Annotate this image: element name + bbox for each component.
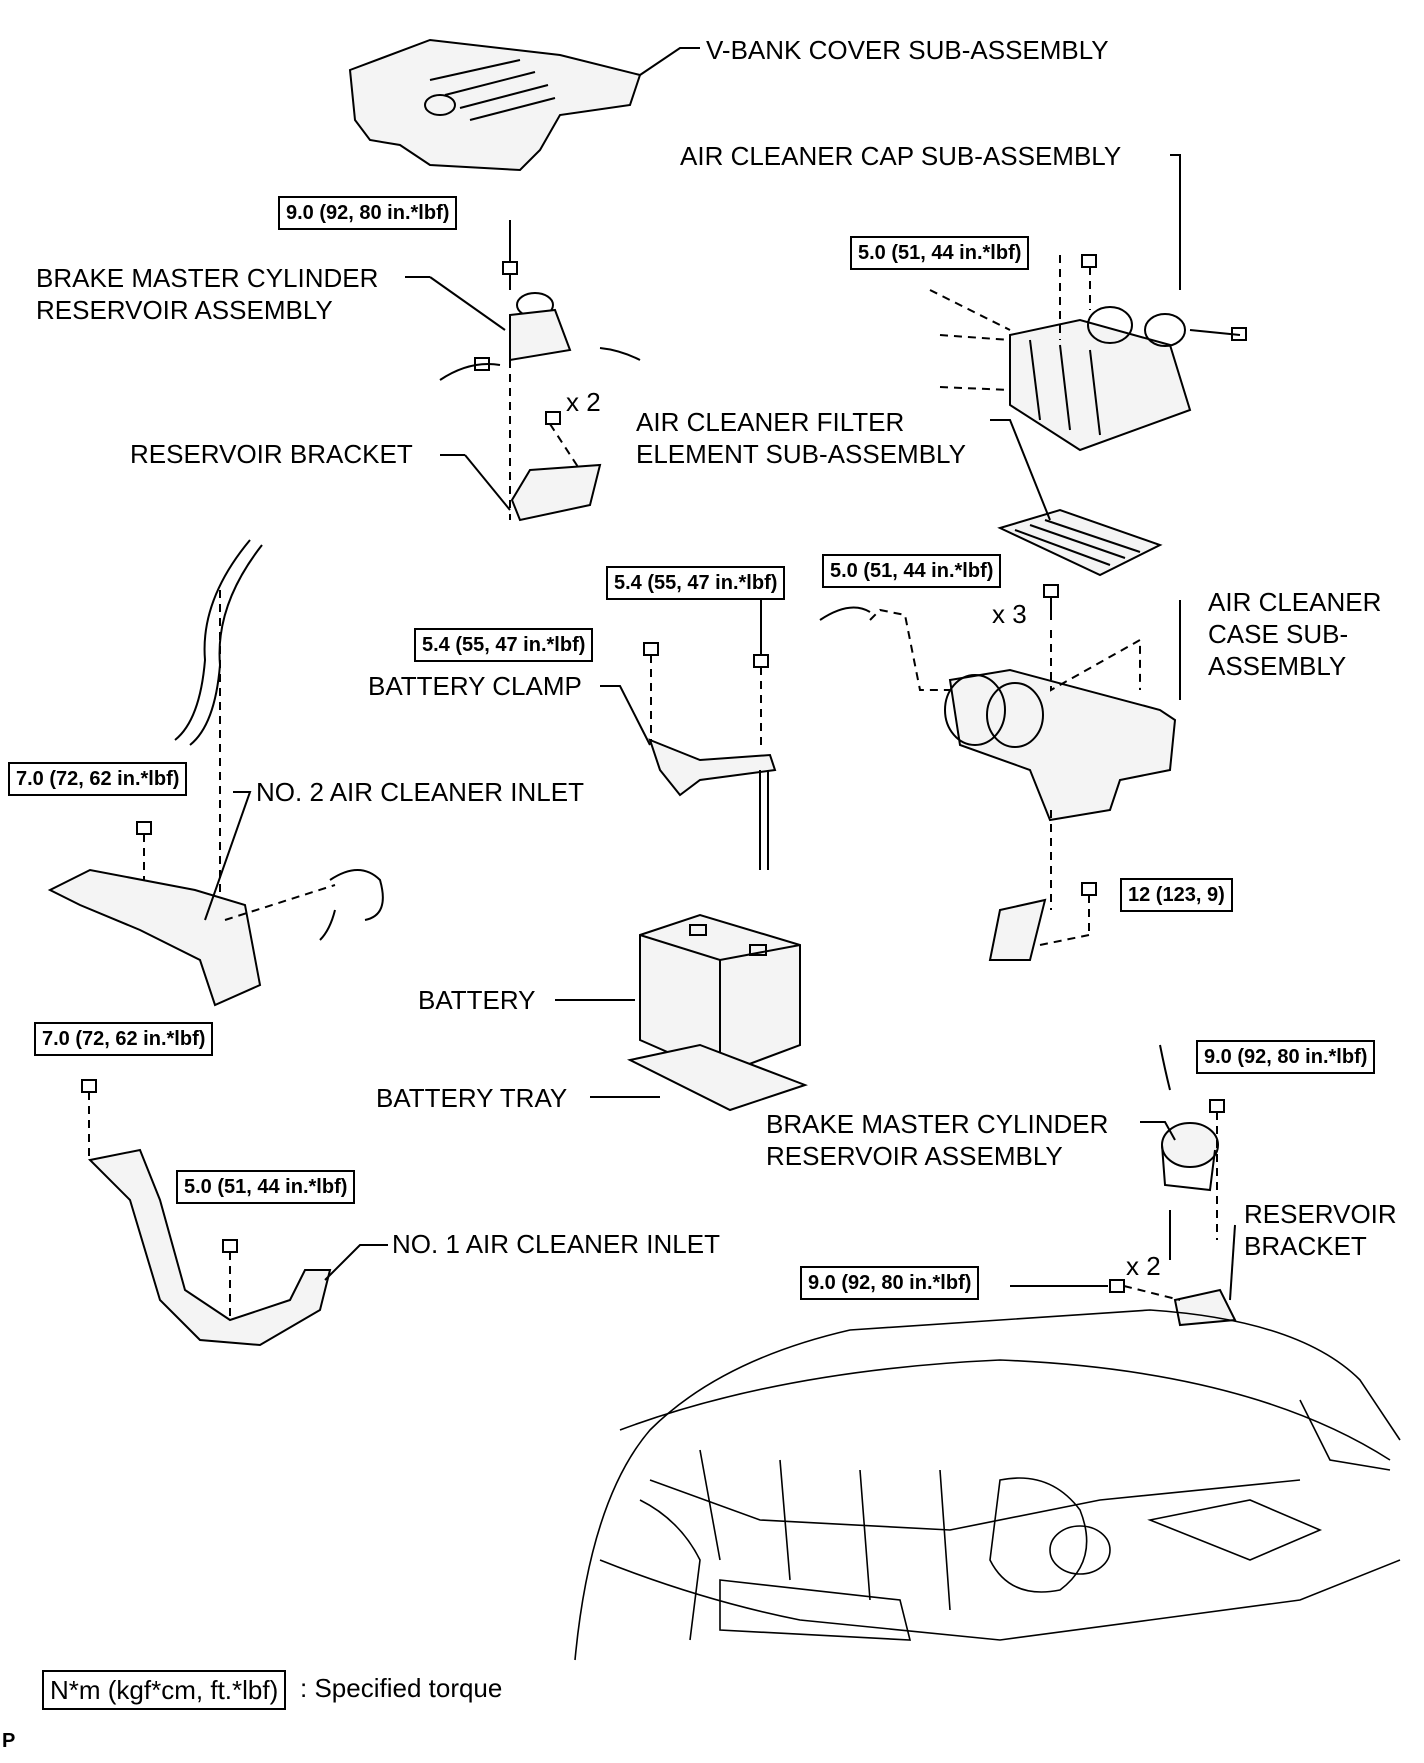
torque-box: 5.0 (51, 44 in.*lbf): [822, 554, 1002, 588]
v-bank-cover-drawing: [348, 38, 700, 172]
brake-reservoir-top-drawing: [405, 220, 641, 520]
label-no1-air-cleaner-inlet: NO. 1 AIR CLEANER INLET: [392, 1229, 720, 1259]
label-x2-top: x 2: [566, 387, 601, 417]
label-v-bank-cover: V-BANK COVER SUB-ASSEMBLY: [706, 35, 1109, 65]
label-reservoir-bracket-1: RESERVOIR BRACKET: [130, 439, 413, 469]
torque-box: 5.4 (55, 47 in.*lbf): [414, 628, 594, 662]
engine-bay-sketch: [574, 1309, 1401, 1661]
torque-box: 7.0 (72, 62 in.*lbf): [34, 1022, 214, 1056]
torque-box: 5.0 (51, 44 in.*lbf): [850, 236, 1030, 270]
torque-box: 9.0 (92, 80 in.*lbf): [800, 1266, 980, 1300]
label-x2-bottom: x 2: [1126, 1251, 1161, 1281]
label-no2-air-cleaner-inlet: NO. 2 AIR CLEANER INLET: [256, 777, 584, 807]
torque-box: 5.4 (55, 47 in.*lbf): [606, 566, 786, 600]
battery-drawing: [555, 913, 801, 1077]
air-cleaner-case-drawing: [819, 584, 1181, 910]
reservoir-bracket-top-drawing: [440, 411, 602, 522]
brake-reservoir-right-drawing: [1010, 1044, 1237, 1327]
torque-box: 7.0 (72, 62 in.*lbf): [8, 762, 188, 796]
label-air-cleaner-case: AIR CLEANER CASE SUB- ASSEMBLY: [1208, 587, 1382, 681]
label-battery-clamp: BATTERY CLAMP: [368, 671, 582, 701]
torque-box: 9.0 (92, 80 in.*lbf): [278, 196, 458, 230]
label-air-cleaner-cap: AIR CLEANER CAP SUB-ASSEMBLY: [680, 141, 1122, 171]
battery-tray-drawing: [590, 1043, 808, 1112]
torque-box: 5.0 (51, 44 in.*lbf): [176, 1170, 356, 1204]
no2-inlet-drawing: [47, 539, 384, 1007]
label-brake-master-cylinder-1: BRAKE MASTER CYLINDER RESERVOIR ASSEMBLY: [36, 263, 379, 325]
air-filter-drawing: [990, 419, 1163, 577]
battery-clamp-drawing: [600, 600, 777, 870]
legend-torque-unit-box: N*m (kgf*cm, ft.*lbf): [42, 1670, 287, 1710]
torque-box: 9.0 (92, 80 in.*lbf): [1196, 1040, 1376, 1074]
label-battery: BATTERY: [418, 985, 536, 1015]
label-x3: x 3: [992, 599, 1027, 629]
label-air-cleaner-filter: AIR CLEANER FILTER ELEMENT SUB-ASSEMBLY: [636, 407, 966, 469]
torque-box: 12 (123, 9): [1120, 878, 1233, 912]
legend-specified-torque: : Specified torque: [300, 1673, 503, 1703]
label-reservoir-bracket-2: RESERVOIR BRACKET: [1244, 1199, 1397, 1261]
no1-inlet-drawing: [81, 1079, 388, 1347]
air-cleaner-cap-drawing: [929, 154, 1247, 452]
label-brake-master-cylinder-2: BRAKE MASTER CYLINDER RESERVOIR ASSEMBLY: [766, 1109, 1109, 1171]
label-battery-tray: BATTERY TRAY: [376, 1083, 568, 1113]
figure-code: P: [2, 1730, 16, 1752]
case-bracket-drawing: [988, 882, 1097, 961]
